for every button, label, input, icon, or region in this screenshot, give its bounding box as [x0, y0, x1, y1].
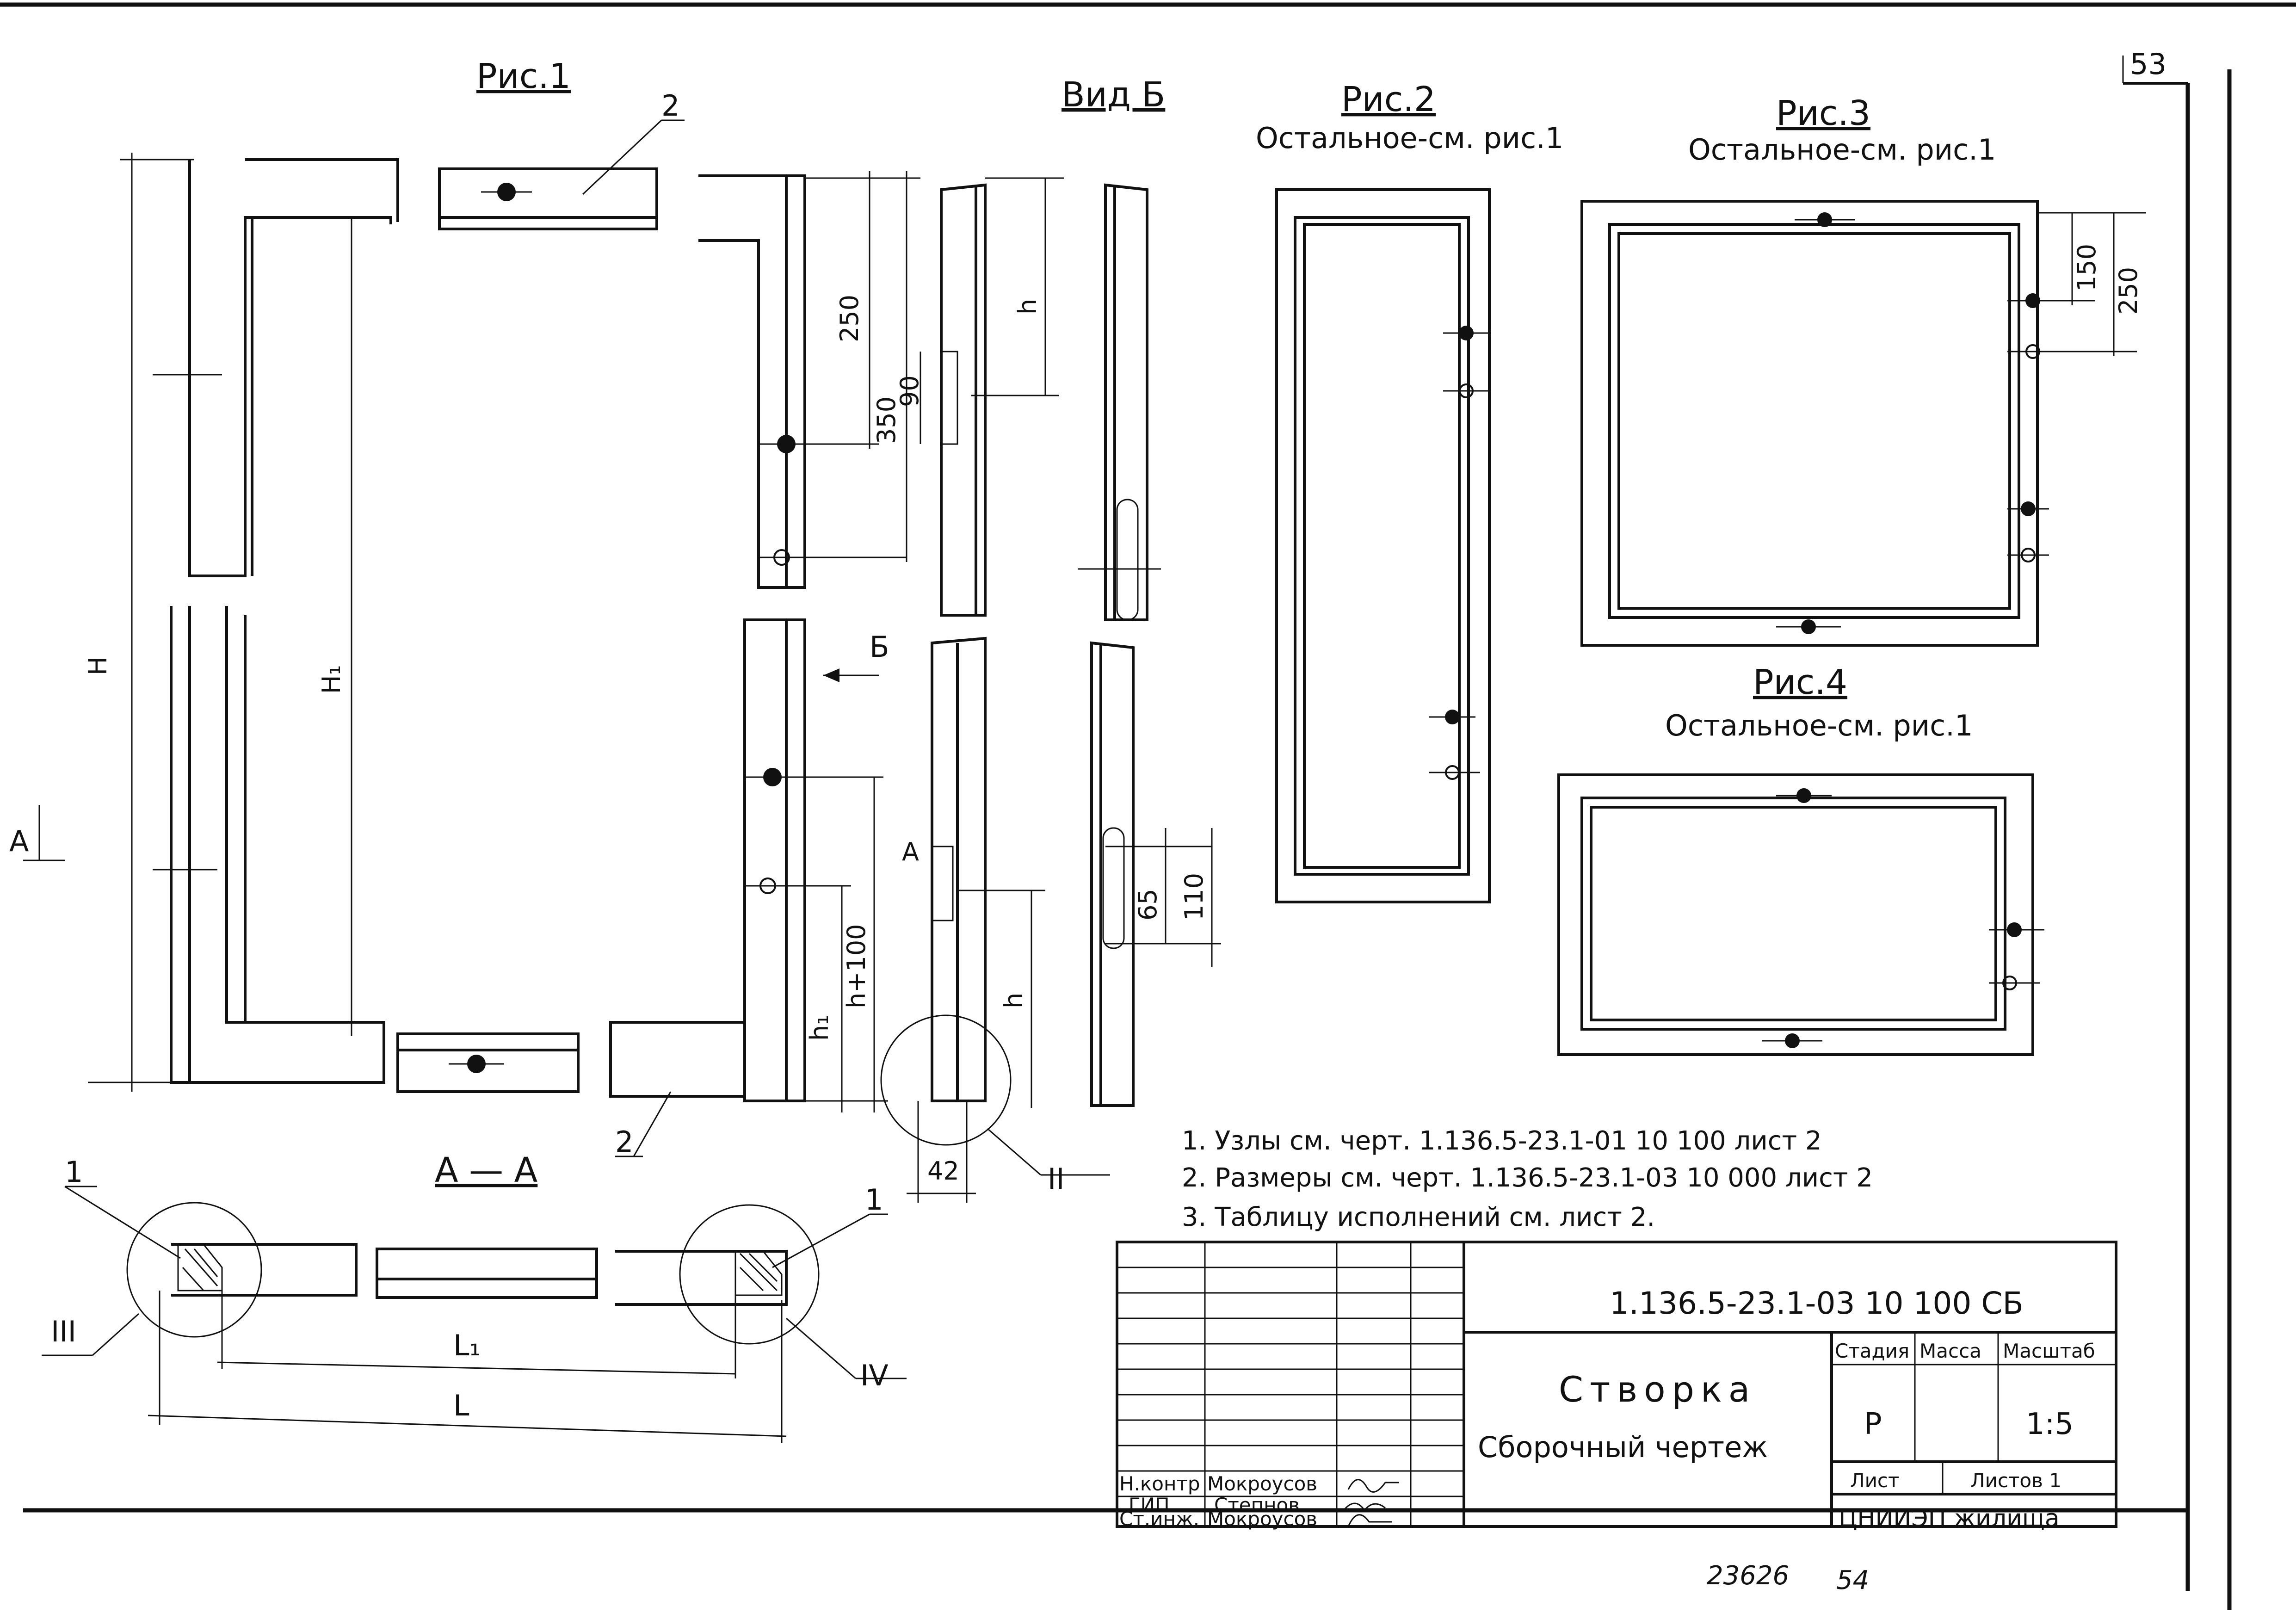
scale-value: 1:5 — [2026, 1407, 2074, 1441]
dim-h-top: h — [1013, 299, 1042, 315]
top-rail — [438, 167, 658, 230]
dim-H1: H₁ — [317, 665, 346, 694]
callout-2-bottom: 2 — [615, 1125, 633, 1159]
figure-3-note: Остальное-см. рис.1 — [1688, 133, 1996, 167]
notes: 1. Узлы см. черт. 1.136.5-23.1-01 10 100… — [1182, 1126, 1873, 1232]
dim-42: 42 — [927, 1156, 959, 1186]
doc-subtitle: Сборочный чертеж — [1478, 1430, 1768, 1464]
view-b-title: Вид Б — [1062, 75, 1165, 115]
dim-L1: L₁ — [453, 1329, 481, 1362]
dim-150: 150 — [2072, 244, 2101, 291]
arrow-a-small-label: А — [902, 837, 919, 866]
note-3: 3. Таблицу исполнений см. лист 2. — [1182, 1202, 1655, 1232]
figure-3-title: Рис.3 — [1776, 93, 1870, 133]
role-2: ГИП — [1129, 1494, 1170, 1516]
dim-h-plus-100: h+100 — [842, 924, 871, 1008]
doc-code: 1.136.5-23.1-03 10 100 СБ — [1610, 1285, 2024, 1321]
col-scale: Масштаб — [2003, 1340, 2095, 1362]
inventory-number: 23626 — [1707, 1561, 1789, 1591]
left-stile-upper — [188, 158, 399, 577]
dim-65: 65 — [1133, 889, 1162, 921]
doc-title: Створка — [1559, 1369, 1756, 1410]
dim-L: L — [453, 1389, 469, 1422]
signature-2 — [1343, 1502, 1386, 1512]
org-name: ЦНИИЭП жилища — [1839, 1505, 2060, 1532]
figure-4: Рис.4 Остальное-см. рис.1 — [1557, 662, 2044, 1056]
sheets-label: Листов 1 — [1970, 1469, 2061, 1492]
bottom-rail — [396, 1032, 580, 1093]
role-3: Ст.инж. — [1119, 1508, 1199, 1530]
name-3: Мокроусов — [1207, 1508, 1317, 1530]
dim-90: 90 — [895, 375, 924, 407]
figure-2-title: Рис.2 — [1341, 80, 1436, 119]
figure-4-note: Остальное-см. рис.1 — [1665, 709, 1973, 742]
node-iii-circle — [126, 1202, 262, 1338]
callout-2-top: 2 — [661, 89, 679, 123]
role-1: Н.контр — [1119, 1472, 1200, 1495]
node-iv-label: IV — [860, 1359, 889, 1392]
section-title: А — А — [435, 1150, 538, 1190]
callout-1-right: 1 — [865, 1183, 883, 1217]
dim-110: 110 — [1179, 873, 1209, 921]
dim-H: H — [83, 656, 112, 675]
figure-3: Рис.3 Остальное-см. рис.1 150 250 — [1580, 93, 2146, 647]
dim-250: 250 — [835, 295, 864, 342]
view-b: Вид Б 90 А h h II 42 — [880, 75, 1221, 1203]
signature-3 — [1347, 1514, 1392, 1527]
node-iv-circle — [679, 1204, 820, 1345]
dim-h-bottom: h — [999, 993, 1028, 1008]
arrow-a-left-label: А — [9, 824, 29, 858]
figure-2-note: Остальное-см. рис.1 — [1256, 121, 1563, 155]
figure-1-title: Рис.1 — [476, 56, 571, 96]
title-block: Н.контр Мокроусов ГИП Степнов Ст.инж. Мо… — [1116, 1241, 2117, 1532]
sheet-label: Лист — [1850, 1469, 1899, 1492]
dim-250-fig3: 250 — [2114, 267, 2143, 315]
node-ii-circle — [880, 1014, 1012, 1146]
figure-1: Рис.1 2 2 — [9, 56, 920, 1159]
left-stile-lower — [170, 606, 385, 1084]
dim-h1: h₁ — [805, 1015, 834, 1041]
arrow-b-label: Б — [870, 630, 889, 664]
dim-350: 350 — [872, 396, 901, 444]
node-iii-label: III — [51, 1315, 76, 1348]
name-2: Степнов — [1214, 1494, 1300, 1516]
section-a-a: А — А 1 1 III IV L₁ L — [42, 1150, 907, 1443]
stage-value: Р — [1864, 1407, 1882, 1441]
note-2: 2. Размеры см. черт. 1.136.5-23.1-03 10 … — [1182, 1163, 1873, 1193]
signature-1 — [1347, 1479, 1399, 1493]
figure-2: Рис.2 Остальное-см. рис.1 — [1256, 80, 1563, 903]
node-ii-label: II — [1048, 1162, 1065, 1196]
col-stage: Стадия — [1835, 1340, 1909, 1362]
right-stile-upper — [698, 174, 806, 589]
name-1: Мокроусов — [1207, 1472, 1317, 1495]
figure-4-title: Рис.4 — [1753, 662, 1847, 702]
note-1: 1. Узлы см. черт. 1.136.5-23.1-01 10 100… — [1182, 1126, 1822, 1156]
col-mass: Масса — [1920, 1340, 1981, 1362]
callout-1-left: 1 — [65, 1155, 83, 1189]
sheet-number: 53 — [2130, 47, 2166, 81]
right-stile-lower — [609, 618, 806, 1102]
page-number: 54 — [1836, 1565, 1869, 1595]
